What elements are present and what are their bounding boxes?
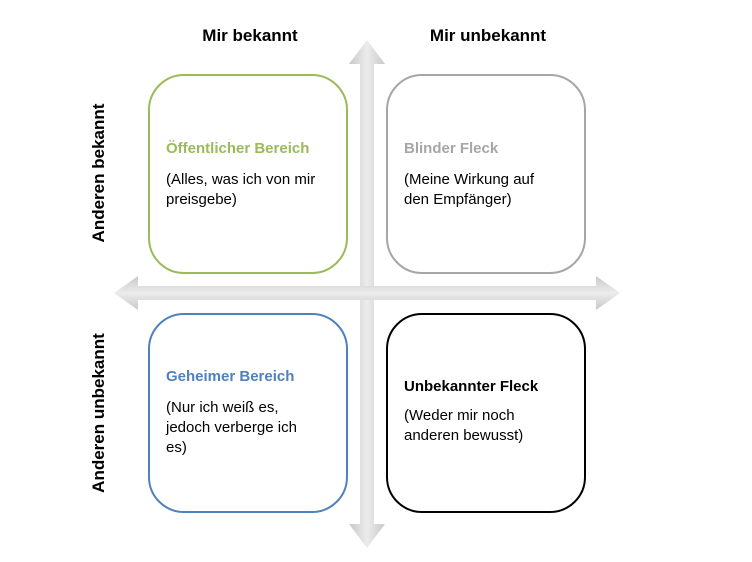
hidden-area-description: (Nur ich weiß es, jedoch verberge ich es…: [166, 399, 297, 456]
unknown-area-title: Unbekannter Fleck: [404, 378, 539, 395]
quadrant-blind-spot: Blinder Fleck (Meine Wirkung auf den Emp…: [386, 74, 586, 274]
blind-spot-description: (Meine Wirkung auf den Empfänger): [404, 171, 535, 208]
unknown-area-description: (Weder mir noch anderen bewusst): [404, 407, 524, 444]
horizontal-axis-arrow: [114, 276, 620, 310]
column-header-known-to-self: Mir bekannt: [202, 26, 298, 45]
public-area-title: Öffentlicher Bereich: [166, 140, 310, 157]
quadrant-unknown-area: Unbekannter Fleck (Weder mir noch andere…: [386, 313, 586, 513]
column-header-unknown-to-self: Mir unbekannt: [429, 26, 547, 45]
public-area-description: (Alles, was ich von mir preisgebe): [166, 171, 316, 208]
blind-spot-title: Blinder Fleck: [404, 140, 499, 157]
hidden-area-title: Geheimer Bereich: [166, 368, 295, 385]
quadrant-public-area: Öffentlicher Bereich (Alles, was ich von…: [148, 74, 348, 274]
quadrant-hidden-area: Geheimer Bereich (Nur ich weiß es, jedoc…: [148, 313, 348, 513]
